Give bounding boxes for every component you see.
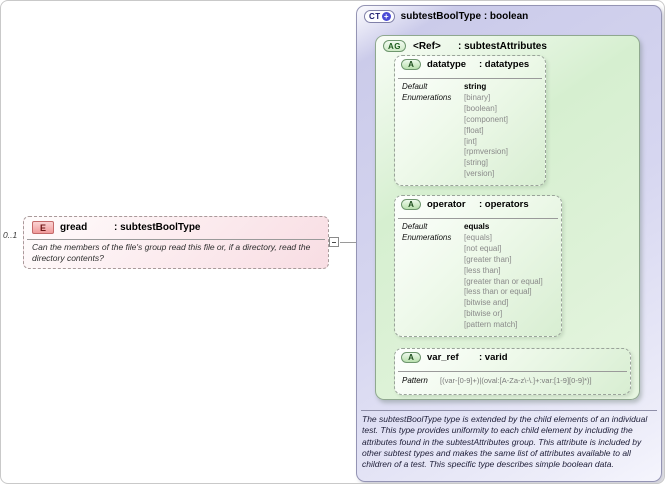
attribute-box-var-ref[interactable]: A var_ref : varid Pattern [(var-[0-9]+)|… [394,348,631,395]
attribute-facets: Pattern [(var-[0-9]+)|(oval:[A-Za-z\-\.]… [402,376,627,386]
attribute-type: : varid [479,352,508,363]
complextype-title: subtestBoolType : boolean [400,11,529,22]
enum-value: [binary] [464,92,491,102]
enum-value: [greater than] [464,254,512,264]
default-label: Default [402,82,428,91]
attribute-header-divider [398,218,558,219]
enumeration-list: [equals][not equal][greater than][less t… [464,233,559,331]
annotation-text: The subtestBoolType type is extended by … [362,414,648,470]
attribute-name: datatype [427,59,467,70]
enum-value: [version] [464,169,495,179]
element-header-divider [27,239,325,240]
enumeration-list: [binary][boolean][component][float][int]… [464,93,543,180]
extension-plus-icon: + [381,12,391,21]
default-value: equals [464,222,490,231]
facet-labels: Default Enumerations [402,82,464,180]
enum-value: [less than] [464,265,501,275]
attribute-group-badge: AG [383,40,406,52]
facet-values: string [binary][boolean][component][floa… [464,82,543,180]
attribute-box-datatype[interactable]: A datatype : datatypes Default Enumerati… [394,55,546,186]
attribute-header: A var_ref : varid [401,352,508,363]
enum-value: [bitwise or] [464,309,503,319]
pattern-label: Pattern [402,376,428,385]
attribute-facets: Default Enumerations equals [equals][not… [402,222,559,331]
annotation-divider [361,410,657,411]
enum-value: [bitwise and] [464,298,509,308]
attribute-header-divider [398,371,627,372]
element-header: E gread : subtestBoolType [32,221,200,234]
enum-value: [equals] [464,232,493,242]
default-value: string [464,82,487,91]
collapse-dash [332,242,336,243]
element-description: Can the members of the file's group read… [32,242,311,263]
attribute-facets: Default Enumerations string [binary][boo… [402,82,543,180]
enum-value: [rpmversion] [464,147,509,157]
cardinality-label: 0..1 [3,230,18,240]
attribute-type: : datatypes [479,59,530,70]
enum-value: [boolean] [464,103,497,113]
enumerations-label: Enumerations [402,92,452,102]
attribute-group-type: : subtestAttributes [458,40,547,52]
enum-value: [less than or equal] [464,287,532,297]
attribute-name: operator [427,199,466,210]
attribute-badge: A [401,59,421,70]
attribute-badge: A [401,352,421,363]
complextype-badge: CT + [364,10,395,23]
element-box-gread[interactable]: E gread : subtestBoolType Can the member… [23,216,329,269]
connector-element-line [340,242,357,243]
attribute-header: A datatype : datatypes [401,59,529,70]
facet-values: equals [equals][not equal][greater than]… [464,222,559,331]
complextype-header: CT + subtestBoolType : boolean [364,10,528,23]
enum-value: [string] [464,158,489,168]
enum-value: [component] [464,114,509,124]
attribute-type: : operators [479,199,529,210]
element-name: gread [60,222,88,233]
element-type: : subtestBoolType [114,222,201,233]
enum-value: [not equal] [464,243,502,253]
attribute-header: A operator : operators [401,199,529,210]
pattern-value: [(var-[0-9]+)|(oval:[A-Za-z\-\.]+:var:[1… [440,376,592,385]
facet-labels: Default Enumerations [402,222,464,331]
attribute-group-header: AG <Ref> : subtestAttributes [383,40,547,52]
enum-value: [int] [464,136,477,146]
collapse-handle-icon[interactable] [329,237,339,247]
attribute-group-box[interactable]: AG <Ref> : subtestAttributes A datatype … [375,35,640,400]
attribute-box-operator[interactable]: A operator : operators Default Enumerati… [394,195,562,337]
attribute-group-name: <Ref> [413,40,441,52]
enum-value: [float] [464,125,484,135]
enum-value: [pattern match] [464,320,518,330]
complextype-box-subtestbooltype[interactable]: CT + subtestBoolType : boolean AG <Ref> … [356,5,662,482]
complextype-badge-label: CT [369,12,381,21]
default-label: Default [402,222,428,231]
attribute-name: var_ref [427,352,459,363]
attribute-badge: A [401,199,421,210]
enumerations-label: Enumerations [402,232,452,242]
element-badge: E [32,221,54,234]
attribute-header-divider [398,78,542,79]
enum-value: [greater than or equal] [464,276,543,286]
